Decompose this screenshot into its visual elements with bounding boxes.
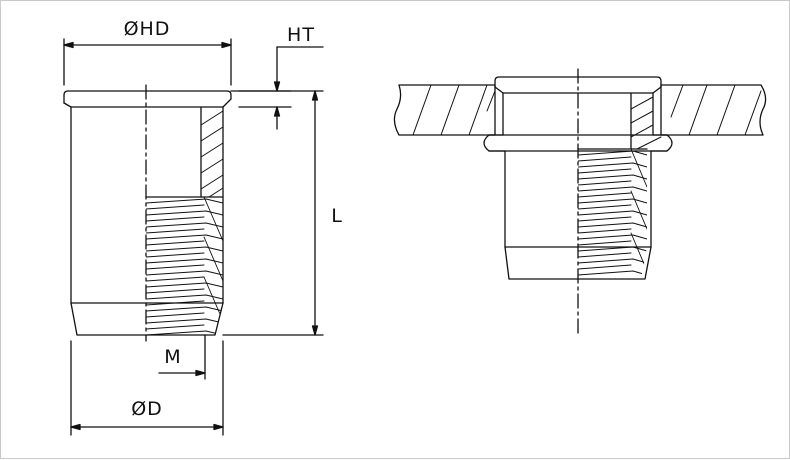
label-length: L	[331, 205, 343, 227]
dim-ht	[238, 46, 324, 130]
dim-hd	[63, 38, 232, 86]
label-body-diameter: ØD	[131, 398, 163, 420]
right-flange	[494, 76, 662, 94]
label-head-thickness: HT	[287, 24, 315, 46]
right-thread	[578, 149, 647, 276]
left-wall-hatch	[200, 110, 224, 198]
left-flange-outline	[63, 90, 232, 108]
dim-m	[158, 334, 206, 380]
dim-d	[70, 340, 224, 436]
right-bulge	[483, 134, 506, 152]
sleeve-hatch	[630, 96, 662, 150]
right-installed-view	[393, 68, 767, 336]
label-thread: M	[164, 346, 181, 368]
dim-l	[222, 90, 324, 336]
label-head-diameter: ØHD	[124, 18, 171, 40]
sheet-panel-left	[393, 84, 496, 136]
sheet-hatch	[412, 84, 762, 136]
left-section-view	[63, 84, 232, 342]
left-thread	[146, 197, 223, 335]
sheet-panel-right	[660, 84, 767, 136]
